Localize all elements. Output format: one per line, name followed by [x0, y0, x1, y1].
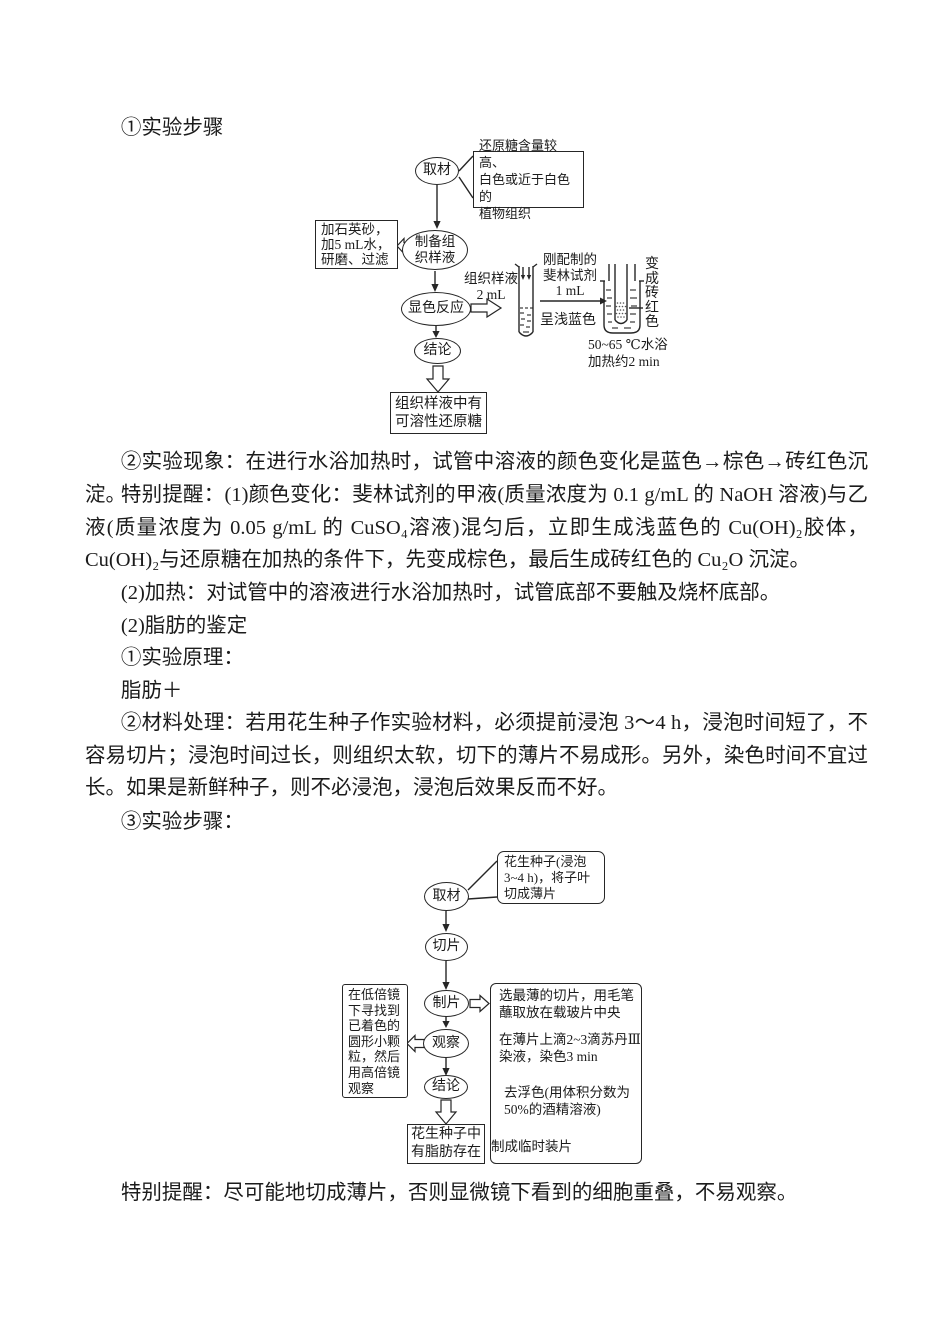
hollow-arrow-left-icon: [406, 1034, 425, 1053]
paragraph-material-handling: ②材料处理：若用花生种子作实验材料，必须提前浸泡 3～4 h，浸泡时间短了，不容…: [85, 712, 868, 799]
flow1-tube-state-label: 呈浅蓝色: [540, 313, 596, 328]
flow1-node-conclusion: 结论: [414, 338, 461, 364]
arrow-down-icon: [433, 185, 441, 229]
flow2-procedure-box: 选最薄的切片，用毛笔 蘸取放在载玻片中央 在薄片上滴2~3滴苏丹Ⅲ 染液，染色3…: [490, 983, 642, 1164]
water-bath-icon: [600, 264, 644, 334]
flow1-node-color-reaction: 显色反应: [401, 292, 471, 326]
hollow-arrow-down-icon: [425, 365, 451, 393]
flow2-node-observe: 观察: [423, 1029, 469, 1058]
paragraph-reminder-slice: 特别提醒：尽可能地切成薄片，否则显微镜下看到的细胞重叠，不易观察。: [120, 1182, 798, 1204]
flow2-conclusion-box: 花生种子中 有脂肪存在: [407, 1124, 485, 1164]
flow2-step-rinse: 去浮色(用体积分数为 50%的酒精溶液): [504, 1085, 630, 1117]
callout-wedge-icon: [467, 860, 498, 900]
hollow-arrow-down-icon: [434, 1099, 458, 1125]
flow2-node-sampling: 取材: [424, 882, 469, 911]
arrow-down-icon: [432, 326, 440, 338]
paragraph-reminder-color: 特别提醒：(1)颜色变化：斐林试剂的甲液(质量浓度为 0.1 g/mL 的 Na…: [85, 484, 868, 571]
flow1-sampling-note: 还原糖含量较高、 白色或近于白色的 植物组织: [473, 138, 584, 221]
flow2-step-mount: 选最薄的切片，用毛笔 蘸取放在载玻片中央: [499, 988, 634, 1020]
flow1-prepare-note: 加石英砂， 加5 mL水， 研磨、过滤: [315, 220, 398, 269]
flow1-conclusion-box: 组织样液中有 可溶性还原糖: [390, 392, 487, 434]
arrow-down-icon: [442, 1058, 450, 1076]
flow1-sample-volume-label: 组织样液 2 mL: [464, 271, 518, 302]
flow2-node-mounting: 制片: [424, 990, 469, 1017]
flow1-reagent-label: 刚配制的 斐林试剂 1 mL: [543, 252, 597, 298]
flow2-node-conclusion: 结论: [424, 1075, 468, 1099]
arrow-down-icon: [442, 961, 450, 990]
flow1-node-sampling: 取材: [415, 157, 459, 185]
paragraph-phenomenon: ②实验现象：在进行水浴加热时，试管中溶液的颜色变化是蓝色→棕色→砖红色沉淀。: [85, 451, 868, 506]
hollow-arrow-right-icon: [469, 994, 490, 1013]
text-fat-plus: 脂肪＋: [120, 680, 183, 702]
heading-principle: ①实验原理：: [120, 647, 244, 669]
flow2-sampling-note: 花生种子(浸泡 3~4 h)，将子叶 切成薄片: [497, 851, 605, 904]
flow2-step-stain: 在薄片上滴2~3滴苏丹Ⅲ 染液，染色3 min: [499, 1032, 641, 1064]
callout-wedge-icon: [458, 155, 474, 199]
heading-fat-identification: (2)脂肪的鉴定: [120, 615, 248, 637]
flow1-bath-condition-label: 50~65 ℃水浴 加热约2 min: [588, 337, 668, 369]
flow2-step-finish: 制成临时装片: [491, 1139, 572, 1154]
flow2-observe-note: 在低倍镜 下寻找到 已着色的 圆形小颗 粒，然后 用高倍镜 观察: [342, 984, 408, 1098]
reagent-arrow-icon: [540, 297, 607, 305]
arrow-down-icon: [442, 911, 450, 932]
paragraph-heating: (2)加热：对试管中的溶液进行水浴加热时，试管底部不要触及烧杯底部。: [120, 582, 781, 604]
section-title-steps3: ③实验步骤：: [120, 811, 244, 833]
flow1-node-prepare: 制备组 织样液: [402, 230, 468, 270]
flow2-node-slicing: 切片: [425, 933, 468, 961]
arrow-down-icon: [431, 271, 439, 292]
flow1-bath-result-label: 变成砖红色: [645, 257, 659, 330]
arrow-down-icon: [442, 1016, 450, 1028]
section-title-steps1: ①实验步骤: [120, 117, 224, 139]
